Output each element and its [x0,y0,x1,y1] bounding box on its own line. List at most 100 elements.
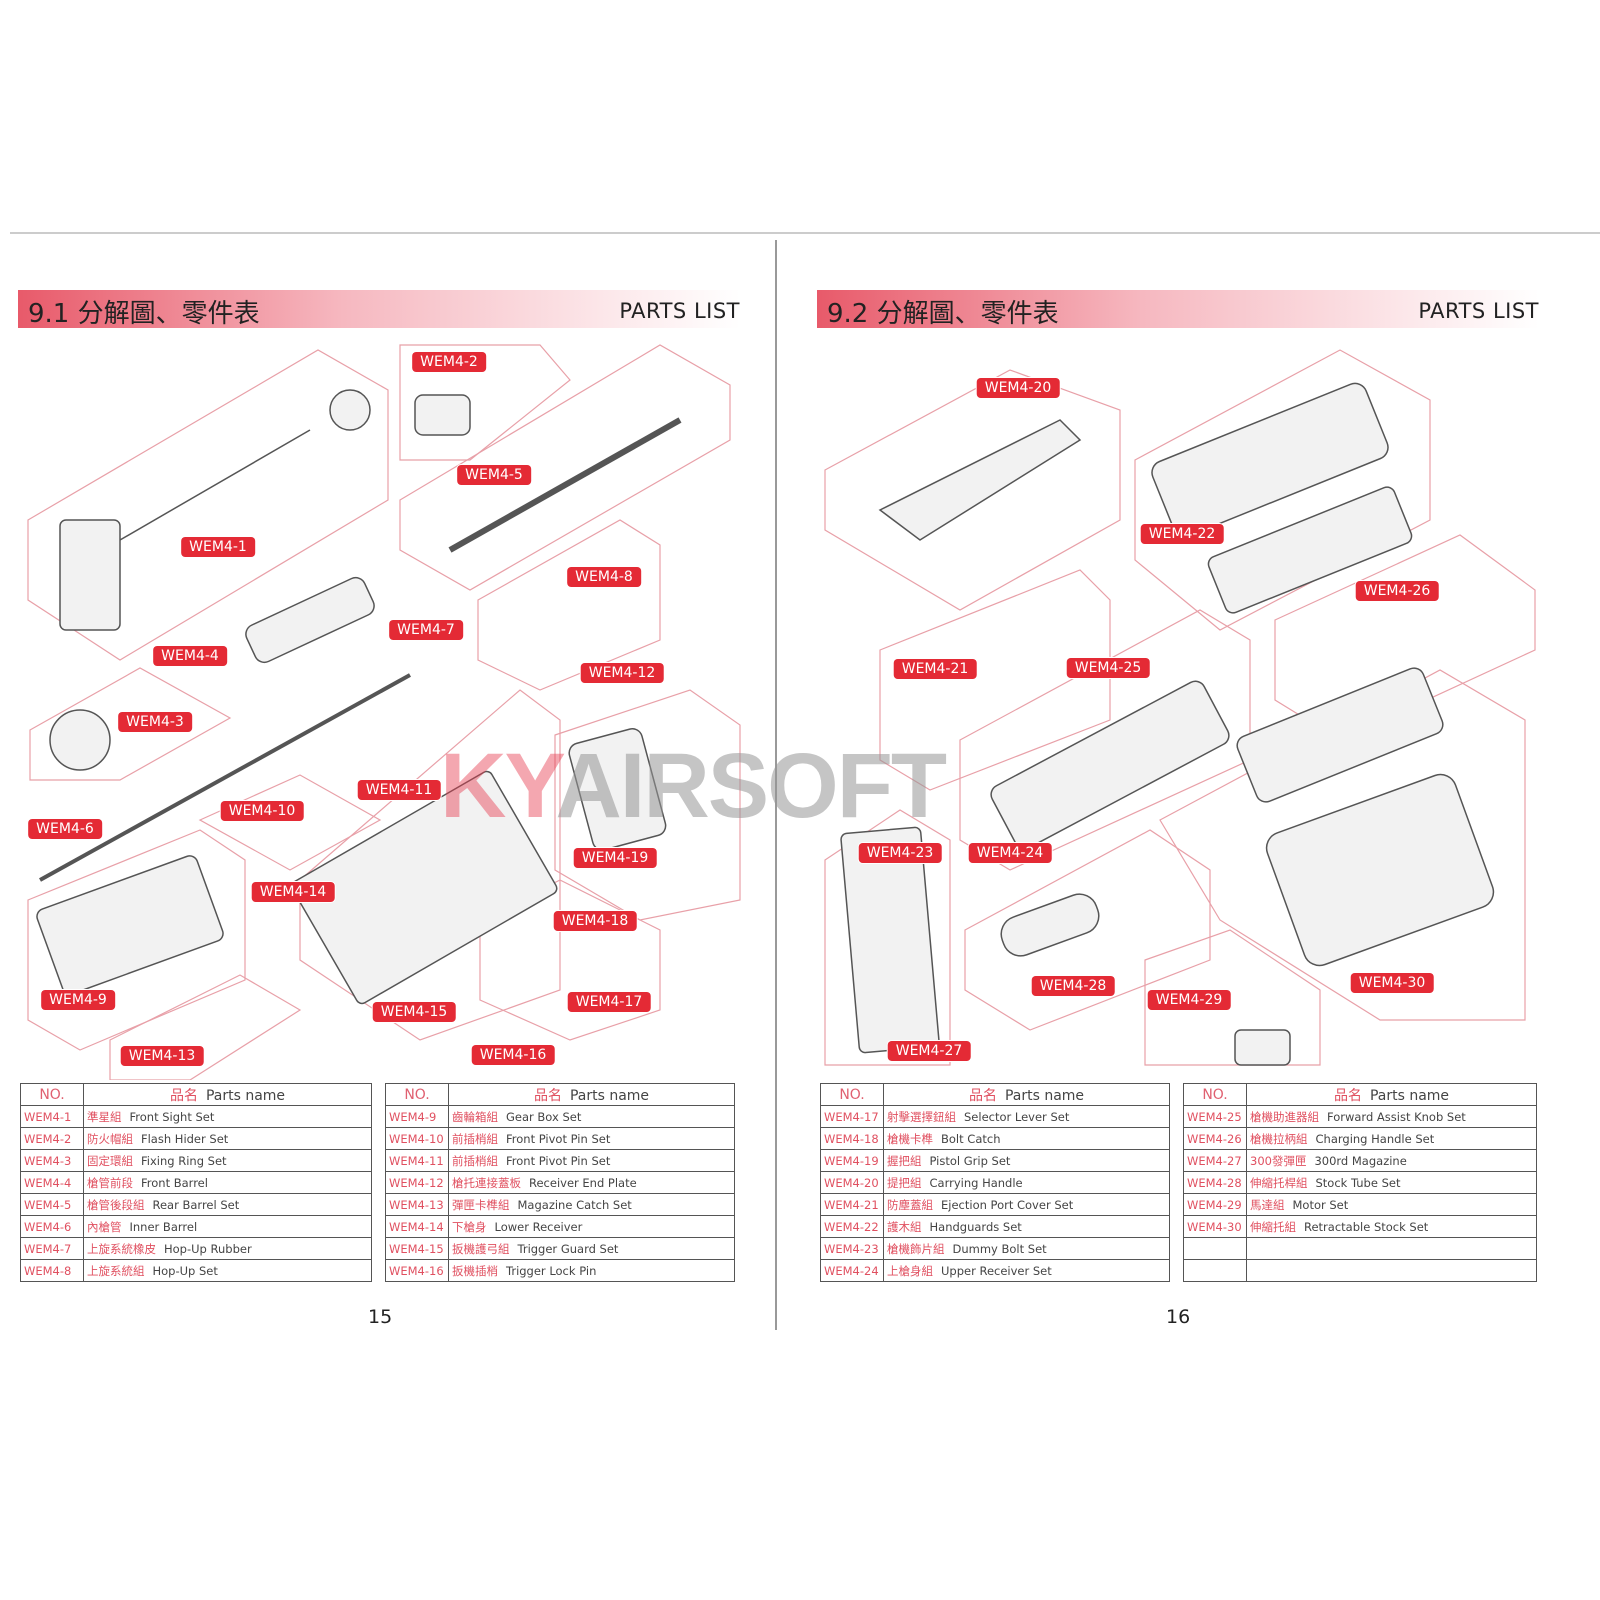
part-name-en: Selector Lever Set [964,1109,1070,1124]
header-name-zh: 品名 [169,1087,198,1104]
part-label: WEM4-22 [1140,524,1224,544]
part-name-zh: 前插梢組 [452,1131,498,1146]
part-name: 槍管後段組 Rear Barrel Set [83,1193,372,1216]
part-name-zh: 伸縮托桿組 [1250,1175,1308,1190]
column-header-no: NO. [20,1083,84,1106]
header-name-zh: 品名 [968,1087,997,1104]
header-name-zh: 品名 [1333,1087,1362,1104]
part-label: WEM4-3 [118,712,192,732]
watermark-logo: KYAIRSOFT [440,735,947,837]
part-name-zh: 伸縮托組 [1250,1219,1296,1234]
part-name-zh: 彈匣卡榫組 [452,1197,510,1212]
header-name-en: Parts name [1369,1087,1450,1104]
part-label: WEM4-26 [1355,581,1439,601]
part-number: WEM4-11 [385,1149,449,1172]
part-number: WEM4-7 [20,1237,84,1260]
part-label: WEM4-27 [887,1041,971,1061]
part-name-en: Trigger Guard Set [517,1241,619,1256]
part-label: WEM4-19 [573,848,657,868]
part-name-zh: 槍管前段 [87,1175,133,1190]
part-name-en: Dummy Bolt Set [952,1241,1047,1256]
part-label: WEM4-28 [1031,976,1115,996]
part-name-en: Handguards Set [929,1219,1022,1234]
part-label: WEM4-4 [153,646,227,666]
part-name-zh: 上旋系統橡皮 [87,1241,156,1256]
part-label: WEM4-17 [567,992,651,1012]
part-label: WEM4-9 [41,990,115,1010]
part-name-en: Charging Handle Set [1315,1131,1435,1146]
part-label: WEM4-29 [1147,990,1231,1010]
part-name-en: Stock Tube Set [1315,1175,1401,1190]
part-number: WEM4-13 [385,1193,449,1216]
page-edge [10,232,1600,234]
part-name-zh: 槍管後段組 [87,1197,145,1212]
part-name-zh: 射擊選擇鈕組 [887,1109,956,1124]
right-page-number: 16 [1166,1306,1191,1328]
part-label: WEM4-2 [412,352,486,372]
part-name: 伸縮托桿組 Stock Tube Set [1246,1171,1537,1194]
part-label: WEM4-15 [372,1002,456,1022]
part-name-zh: 防塵蓋組 [887,1197,933,1212]
part-number: WEM4-25 [1183,1105,1247,1128]
part-number: WEM4-20 [820,1171,884,1194]
part-name-en: Front Pivot Pin Set [506,1153,611,1168]
part-number: WEM4-9 [385,1105,449,1128]
part-name-en: Receiver End Plate [529,1175,637,1190]
left-page-title: 9.1 分解圖、零件表 [28,299,260,329]
header-name-zh: 品名 [533,1087,562,1104]
right-page-title: 9.2 分解圖、零件表 [827,299,1059,329]
part-label: WEM4-10 [220,801,304,821]
part-label: WEM4-21 [893,659,977,679]
header-name-en: Parts name [569,1087,650,1104]
part-name-en: Upper Receiver Set [941,1263,1052,1278]
part-name-zh: 前插梢組 [452,1153,498,1168]
part-name-en: Trigger Lock Pin [506,1263,597,1278]
part-name-zh: 槍托連接蓋板 [452,1175,521,1190]
part-number: WEM4-12 [385,1171,449,1194]
column-header-no: NO. [385,1083,449,1106]
part-number [1183,1259,1247,1282]
part-number: WEM4-6 [20,1215,84,1238]
part-name-zh: 齒輪箱組 [452,1109,498,1124]
part-label: WEM4-5 [457,465,531,485]
part-label: WEM4-25 [1066,658,1150,678]
part-name-en: Rear Barrel Set [152,1197,240,1212]
part-number: WEM4-8 [20,1259,84,1282]
part-number: WEM4-2 [20,1127,84,1150]
part-name: 前插梢組 Front Pivot Pin Set [448,1149,735,1172]
part-name-en: Inner Barrel [129,1219,198,1234]
part-name-en: 300rd Magazine [1314,1153,1407,1168]
right-page-subtitle: PARTS LIST [1418,299,1539,323]
part-number: WEM4-5 [20,1193,84,1216]
part-number: WEM4-19 [820,1149,884,1172]
table-row [1183,1237,1537,1260]
table-row [1183,1259,1537,1282]
